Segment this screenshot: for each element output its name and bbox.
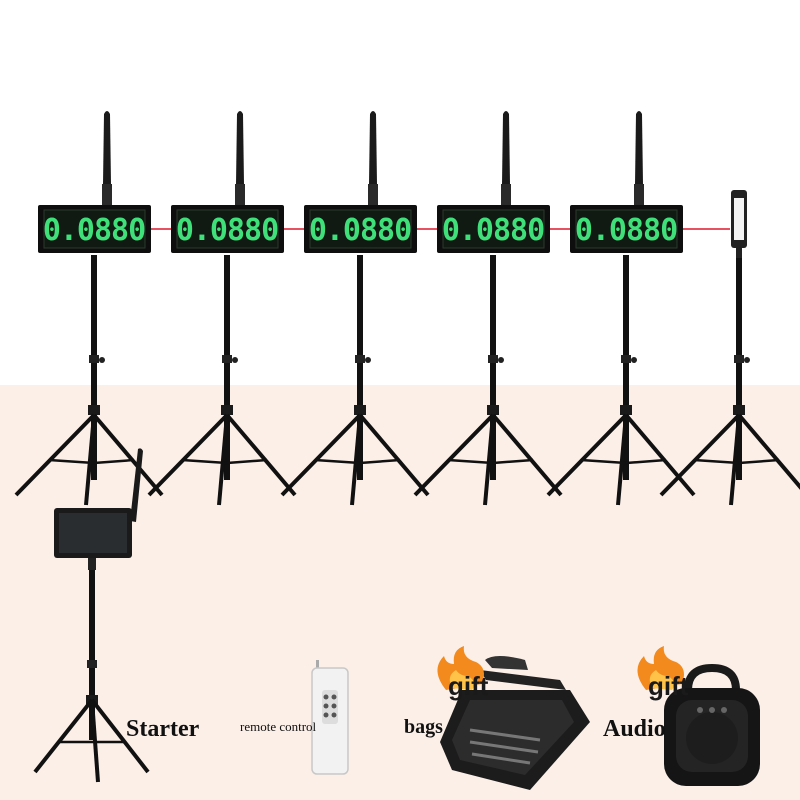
led-display-icon: 0.0880 [171, 205, 284, 253]
tripod-stand-icon [546, 253, 696, 507]
speaker-icon [664, 663, 760, 786]
led-display-icon: 0.0880 [570, 205, 683, 253]
laser-sensor-icon [731, 190, 747, 258]
bags-label: bags [404, 716, 443, 738]
gift-label-audio: gift [648, 671, 689, 701]
flame-icon [437, 646, 484, 690]
background-top [0, 0, 800, 385]
antenna-icon [368, 111, 378, 206]
audio-label: Audio [603, 716, 666, 742]
led-readout: 0.0880 [43, 213, 145, 248]
led-display-icon: 0.0880 [304, 205, 417, 253]
flame-icon [637, 646, 684, 690]
remote-control-icon [311, 660, 349, 775]
led-readout: 0.0880 [575, 213, 677, 248]
remote-control-label: remote control [240, 719, 317, 734]
antenna-icon [501, 111, 511, 206]
tripod-stand-icon [659, 253, 800, 507]
led-readout: 0.0880 [309, 213, 411, 248]
led-readout: 0.0880 [176, 213, 278, 248]
led-display-icon: 0.0880 [437, 205, 550, 253]
antenna-icon [235, 111, 245, 206]
antenna-icon [102, 111, 112, 206]
starter-label: Starter [126, 716, 200, 742]
led-display-icon: 0.0880 [38, 205, 151, 253]
tripod-stand-icon [33, 570, 150, 783]
tripod-stand-icon [413, 253, 563, 507]
antenna-icon [634, 111, 644, 206]
tripod-stand-icon [147, 253, 297, 507]
starter-tablet-icon [54, 448, 143, 570]
gift-label-bags: gift [448, 671, 489, 701]
carry-case-icon [440, 656, 590, 790]
led-readout: 0.0880 [442, 213, 544, 248]
tripod-stand-icon [280, 253, 430, 507]
